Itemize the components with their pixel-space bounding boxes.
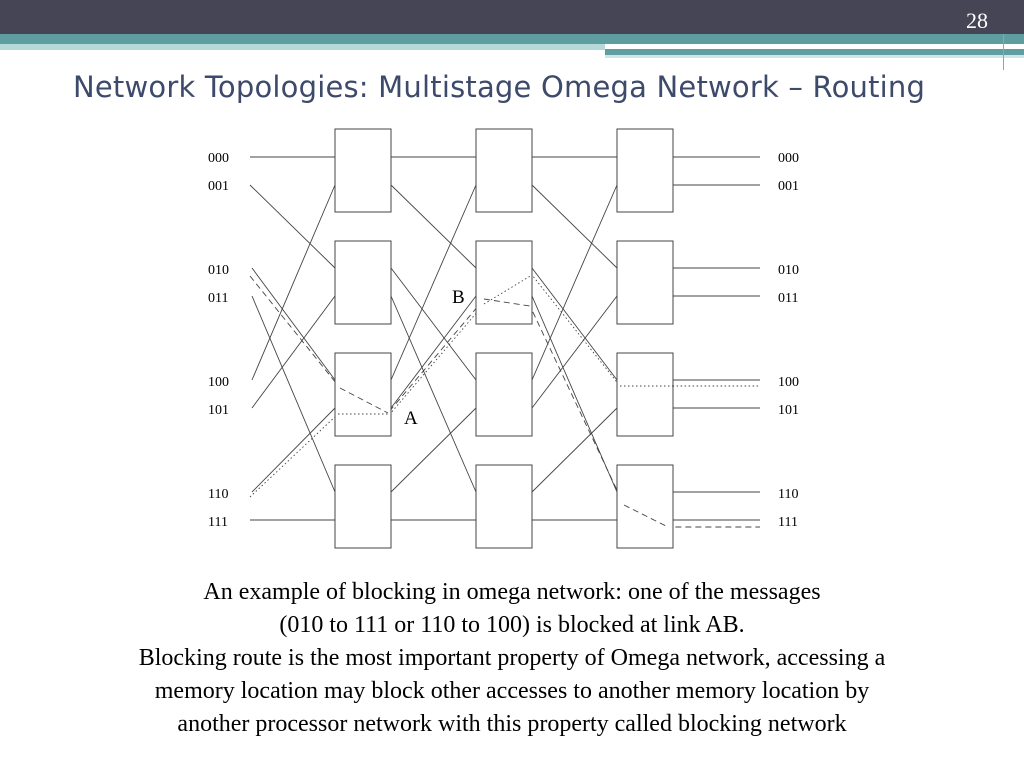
input-labels: 000 001 010 011 100 101 110 111 xyxy=(208,151,229,530)
output-label: 101 xyxy=(778,403,799,418)
caption-line: (010 to 111 or 110 to 100) is blocked at… xyxy=(279,612,745,638)
header-accent-light xyxy=(605,55,1024,58)
input-label: 101 xyxy=(208,403,229,418)
switch-s2-2 xyxy=(475,352,533,437)
header-light-stripe xyxy=(0,44,1024,50)
header-bar xyxy=(0,0,1024,34)
switch-s1-2 xyxy=(334,352,392,437)
input-wires xyxy=(250,156,335,521)
switch-s2-0 xyxy=(475,128,533,213)
switch-s3-2 xyxy=(616,352,674,437)
caption-line: Blocking route is the most important pro… xyxy=(138,645,886,671)
stage2-shuffle-wires xyxy=(531,184,618,493)
input-label: 010 xyxy=(208,263,229,278)
output-labels: 000 001 010 011 100 101 110 111 xyxy=(778,151,799,530)
page-title: Network Topologies: Multistage Omega Net… xyxy=(73,70,926,104)
output-label: 111 xyxy=(778,515,798,530)
switch-s3-3 xyxy=(616,464,674,549)
output-wires xyxy=(673,156,760,521)
caption-line: An example of blocking in omega network:… xyxy=(203,579,821,605)
output-label: 110 xyxy=(778,487,798,502)
input-label: 001 xyxy=(208,179,229,194)
slide-number: 28 xyxy=(966,8,988,33)
straight-wires xyxy=(391,156,617,521)
link-label-b: B xyxy=(452,287,465,308)
link-label-a: A xyxy=(404,408,418,429)
output-label: 010 xyxy=(778,263,799,278)
input-label: 111 xyxy=(208,515,228,530)
input-label: 000 xyxy=(208,151,229,166)
input-label: 011 xyxy=(208,291,228,306)
stage2-switches xyxy=(475,128,533,549)
input-shuffle-wires xyxy=(249,184,336,493)
switch-s3-0 xyxy=(616,128,674,213)
output-label: 000 xyxy=(778,151,799,166)
switch-s1-0 xyxy=(334,128,392,213)
switch-s1-1 xyxy=(334,240,392,325)
header-teal-stripe xyxy=(0,34,1024,44)
stage1-switches xyxy=(334,128,392,549)
caption-line: memory location may block other accesses… xyxy=(154,678,870,704)
output-label: 001 xyxy=(778,179,799,194)
header-accent-white xyxy=(605,44,1024,49)
output-label: 011 xyxy=(778,291,798,306)
stage1-shuffle-wires xyxy=(390,184,477,493)
switch-s2-1 xyxy=(475,240,533,325)
header-corner-line xyxy=(1003,34,1004,70)
switch-s2-3 xyxy=(475,464,533,549)
caption-line: another processor network with this prop… xyxy=(177,711,847,737)
switch-s1-3 xyxy=(334,464,392,549)
output-label: 100 xyxy=(778,375,799,390)
switch-s3-1 xyxy=(616,240,674,325)
caption: An example of blocking in omega network:… xyxy=(0,576,1024,741)
input-label: 110 xyxy=(208,487,228,502)
stage3-switches xyxy=(616,128,674,549)
header-accent-teal xyxy=(605,49,1024,55)
input-label: 100 xyxy=(208,375,229,390)
